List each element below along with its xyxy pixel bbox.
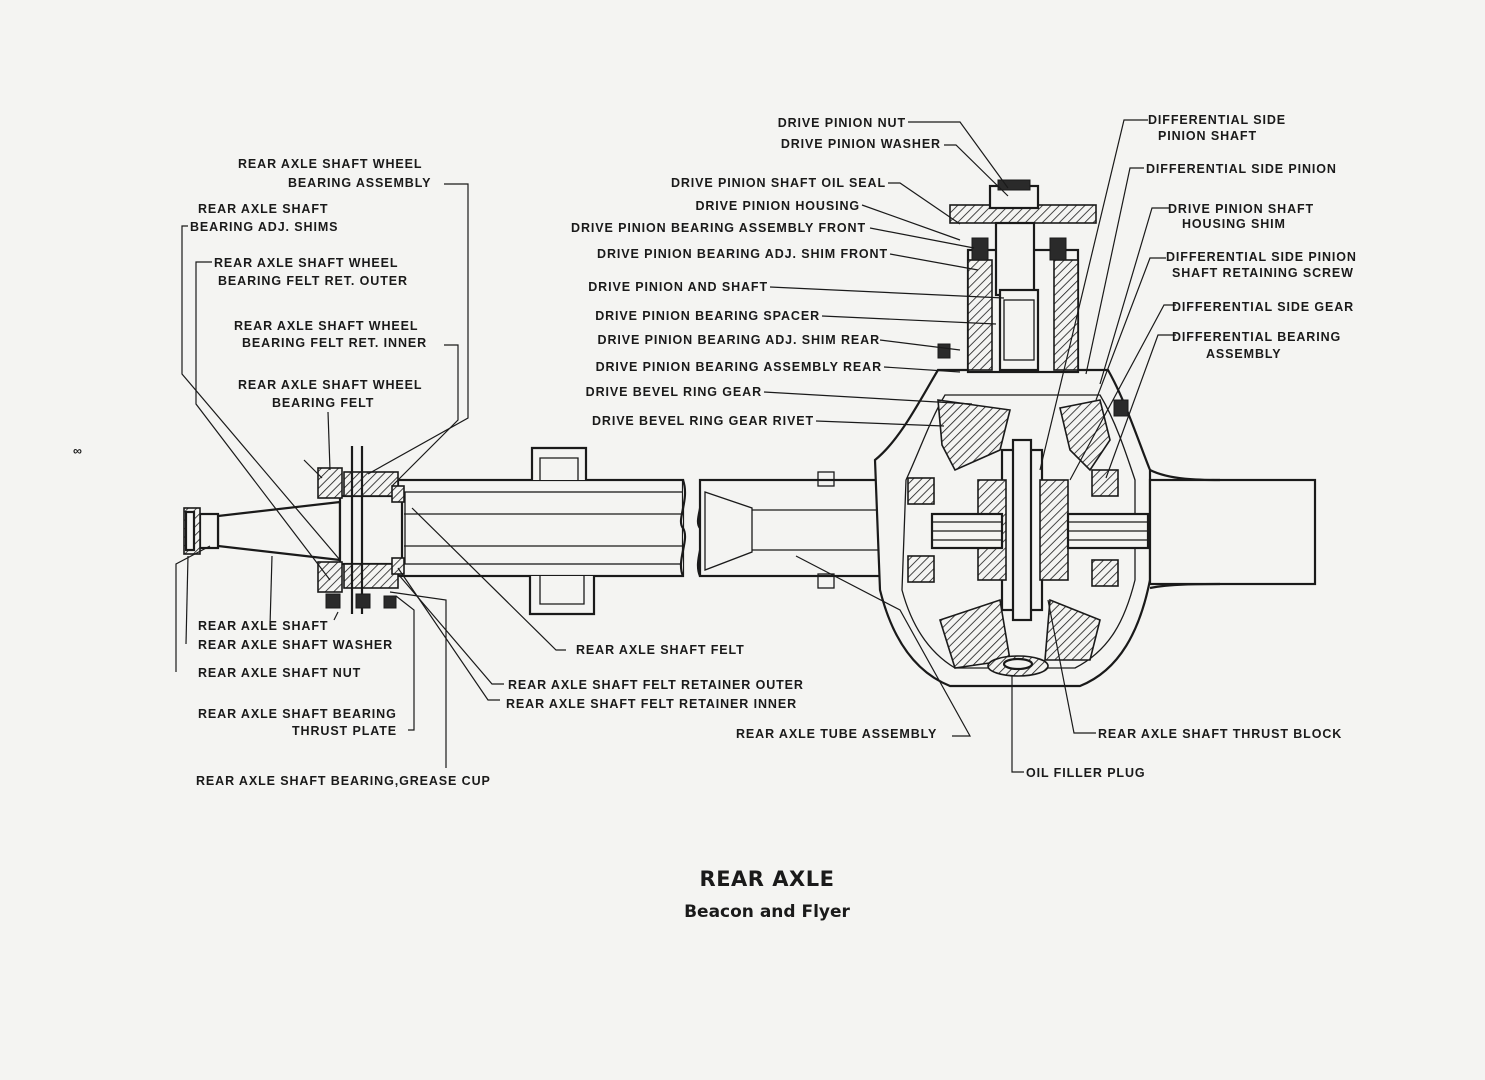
label-pinion-housing-shim-2: HOUSING SHIM xyxy=(1182,217,1286,231)
label-bearing-thrust-plate-2: THRUST PLATE xyxy=(292,724,397,738)
label-tube-assembly: REAR AXLE TUBE ASSEMBLY xyxy=(736,727,937,741)
label-diff-retaining-screw-2: SHAFT RETAINING SCREW xyxy=(1172,266,1354,280)
label-diff-side-pinion: DIFFERENTIAL SIDE PINION xyxy=(1146,162,1337,176)
label-ring-gear-rivet: DRIVE BEVEL RING GEAR RIVET xyxy=(592,414,814,428)
label-pinion-oil-seal: DRIVE PINION SHAFT OIL SEAL xyxy=(671,176,886,190)
label-wheel-bearing-assembly-1: REAR AXLE SHAFT WHEEL xyxy=(238,157,422,171)
label-thrust-block: REAR AXLE SHAFT THRUST BLOCK xyxy=(1098,727,1342,741)
label-bearing-adj-shims-1: REAR AXLE SHAFT xyxy=(198,202,328,216)
label-felt-ret-inner-2: BEARING FELT RET. INNER xyxy=(242,336,427,350)
label-oil-filler-plug: OIL FILLER PLUG xyxy=(1026,766,1146,780)
label-diff-bearing-assembly-1: DIFFERENTIAL BEARING xyxy=(1172,330,1341,344)
label-bearing-adj-shims-2: BEARING ADJ. SHIMS xyxy=(190,220,338,234)
label-axle-shaft-felt: REAR AXLE SHAFT FELT xyxy=(576,643,745,657)
label-pinion-spacer: DRIVE PINION BEARING SPACER xyxy=(595,309,820,323)
label-diff-retaining-screw-1: DIFFERENTIAL SIDE PINION xyxy=(1166,250,1357,264)
figure-subtitle: Beacon and Flyer xyxy=(684,902,850,922)
label-wheel-bearing-felt-1: REAR AXLE SHAFT WHEEL xyxy=(238,378,422,392)
label-axle-shaft-washer: REAR AXLE SHAFT WASHER xyxy=(198,638,393,652)
label-felt-ret-outer-1: REAR AXLE SHAFT WHEEL xyxy=(214,256,398,270)
label-diff-bearing-assembly-2: ASSEMBLY xyxy=(1206,347,1282,361)
label-pinion-housing: DRIVE PINION HOUSING xyxy=(695,199,860,213)
axle-shaft-drawing xyxy=(183,446,704,616)
label-pinion-bearing-front: DRIVE PINION BEARING ASSEMBLY FRONT xyxy=(571,221,866,235)
label-pinion-shim-rear: DRIVE PINION BEARING ADJ. SHIM REAR xyxy=(598,333,880,347)
label-diff-side-pinion-shaft-2: PINION SHAFT xyxy=(1158,129,1257,143)
figure-title: REAR AXLE xyxy=(700,867,835,891)
label-diff-side-gear: DIFFERENTIAL SIDE GEAR xyxy=(1172,300,1354,314)
label-ring-gear: DRIVE BEVEL RING GEAR xyxy=(586,385,762,399)
label-felt-ret-outer-2: BEARING FELT RET. OUTER xyxy=(218,274,408,288)
label-axle-shaft-nut: REAR AXLE SHAFT NUT xyxy=(198,666,361,680)
label-pinion-bearing-rear: DRIVE PINION BEARING ASSEMBLY REAR xyxy=(596,360,882,374)
label-wheel-bearing-felt-2: BEARING FELT xyxy=(272,396,374,410)
label-felt-ret-inner-1: REAR AXLE SHAFT WHEEL xyxy=(234,319,418,333)
label-grease-cup: REAR AXLE SHAFT BEARING,GREASE CUP xyxy=(196,774,491,788)
label-pinion-washer: DRIVE PINION WASHER xyxy=(781,137,941,151)
label-axle-shaft: REAR AXLE SHAFT xyxy=(198,619,328,633)
label-wheel-bearing-assembly-2: BEARING ASSEMBLY xyxy=(288,176,431,190)
label-pinion-and-shaft: DRIVE PINION AND SHAFT xyxy=(588,280,768,294)
leader-lines xyxy=(175,119,1176,773)
label-diff-side-pinion-shaft-1: DIFFERENTIAL SIDE xyxy=(1148,113,1286,127)
callout-labels: REAR AXLE SHAFT WHEEL BEARING ASSEMBLY R… xyxy=(190,113,1357,788)
differential-drawing xyxy=(698,179,1317,688)
label-pinion-nut: DRIVE PINION NUT xyxy=(778,116,906,130)
label-bearing-thrust-plate-1: REAR AXLE SHAFT BEARING xyxy=(198,707,397,721)
label-felt-retainer-inner: REAR AXLE SHAFT FELT RETAINER INNER xyxy=(506,697,797,711)
margin-mark: ∞ xyxy=(73,444,83,458)
label-pinion-housing-shim-1: DRIVE PINION SHAFT xyxy=(1168,202,1314,216)
label-felt-retainer-outer: REAR AXLE SHAFT FELT RETAINER OUTER xyxy=(508,678,804,692)
label-pinion-shim-front: DRIVE PINION BEARING ADJ. SHIM FRONT xyxy=(597,247,888,261)
